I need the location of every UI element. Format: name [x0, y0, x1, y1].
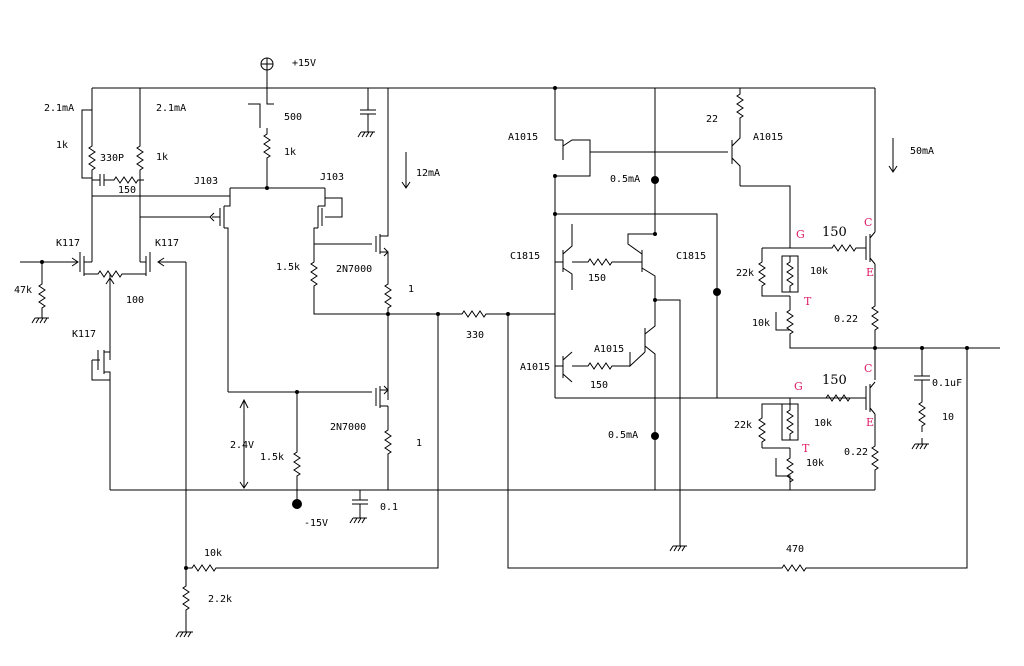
- vas-stage: [209, 88, 411, 524]
- label-current-0.5ma-top: 0.5mA: [610, 174, 640, 185]
- pin-c-top: C: [864, 216, 872, 229]
- label-c1815-left: C1815: [510, 251, 540, 262]
- label-r-1k5-lower: 1.5k: [260, 452, 284, 463]
- pin-g-top: G: [796, 228, 805, 241]
- label-k117-right: K117: [155, 238, 179, 249]
- label-current-2.1ma-left: 2.1mA: [44, 103, 74, 114]
- label-r-1-upper: 1: [408, 284, 414, 295]
- label-j103-right: J103: [320, 172, 344, 183]
- label-r-1k-right: 1k: [156, 152, 168, 163]
- positive-rail: [92, 57, 875, 89]
- label-a1015-top-left: A1015: [508, 132, 538, 143]
- label-2n7000-lower: 2N7000: [330, 422, 366, 433]
- label-r-330: 330: [466, 330, 484, 341]
- label-k117-ccs: K117: [72, 329, 96, 340]
- pin-t-top: T: [804, 295, 812, 308]
- label-c1815-right: C1815: [676, 251, 706, 262]
- label-r-22k-top: 22k: [736, 268, 754, 279]
- label-r-150-mid: 150: [588, 273, 606, 284]
- label-r-0.22-top: 0.22: [834, 314, 858, 325]
- label-r-150-top: 150: [118, 185, 136, 196]
- label-c-0.1uf: 0.1uF: [932, 378, 962, 389]
- label-2n7000-upper: 2N7000: [336, 264, 372, 275]
- label-a1015-top-right: A1015: [753, 132, 783, 143]
- label-r-1k5-upper: 1.5k: [276, 262, 300, 273]
- label-r-10k-top-pot: 10k: [752, 318, 770, 329]
- label-r-1k-left: 1k: [56, 140, 68, 151]
- label-minus15v: -15V: [304, 518, 328, 529]
- label-r-470: 470: [786, 544, 804, 555]
- input-stage: [20, 88, 875, 568]
- pin-g-bottom: G: [794, 380, 803, 393]
- output-stage: [758, 88, 1000, 490]
- label-a1015-bottom-left: A1015: [520, 362, 550, 373]
- label-r-0.22-bottom: 0.22: [844, 447, 868, 458]
- label-r-500: 500: [284, 112, 302, 123]
- label-r-10k-top: 10k: [810, 266, 828, 277]
- label-r-100: 100: [126, 295, 144, 306]
- label-r-10k-fb: 10k: [204, 548, 222, 559]
- label-r-1k-pot: 1k: [284, 147, 296, 158]
- label-2.4v: 2.4V: [230, 440, 254, 451]
- label-r-1-lower: 1: [416, 438, 422, 449]
- pin-c-bottom: C: [864, 362, 872, 375]
- driver-stage: [553, 86, 898, 552]
- label-c-0.1: 0.1: [380, 502, 398, 513]
- label-r-150-gate-top: 150: [822, 225, 847, 240]
- label-r-10k-bottom: 10k: [814, 418, 832, 429]
- label-r-10-zobel: 10: [942, 412, 954, 423]
- label-j103-left: J103: [194, 176, 218, 187]
- label-current-50ma: 50mA: [910, 146, 934, 157]
- label-r-10k-bottom-pot: 10k: [806, 458, 824, 469]
- label-current-0.5ma-bottom: 0.5mA: [608, 430, 638, 441]
- label-k117-left: K117: [56, 238, 80, 249]
- label-r-22: 22: [706, 114, 718, 125]
- label-a1015-bottom-mid: A1015: [594, 344, 624, 355]
- feedback-network: [175, 310, 968, 638]
- label-c-330p: 330P: [100, 153, 124, 164]
- pin-e-bottom: E: [866, 416, 874, 429]
- label-current-12ma: 12mA: [416, 168, 440, 179]
- pin-e-top: E: [866, 266, 874, 279]
- label-r-22k-bottom: 22k: [734, 420, 752, 431]
- pin-t-bottom: T: [802, 442, 810, 455]
- label-r-47k: 47k: [14, 285, 32, 296]
- label-current-2.1ma-right: 2.1mA: [156, 103, 186, 114]
- label-r-150-low: 150: [590, 380, 608, 391]
- label-plus15v: +15V: [292, 58, 316, 69]
- label-r-150-gate-bottom: 150: [822, 373, 847, 388]
- label-r-2.2k: 2.2k: [208, 594, 232, 605]
